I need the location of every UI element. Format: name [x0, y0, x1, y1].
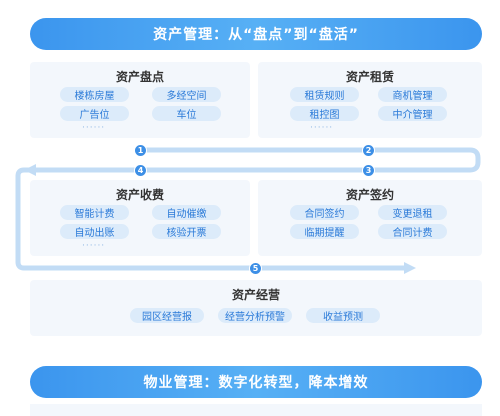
panel-asset-signing: 资产签约 合同签约 变更退租 临期提醒 合同计费	[258, 180, 482, 256]
tag-change-termination: 变更退租	[378, 205, 447, 220]
panel-asset-leasing: 资产租赁 租赁规则 商机管理 租控图 中介管理 ······	[258, 62, 482, 138]
step-3-badge: 3	[362, 164, 375, 177]
tag-auto-billing: 自动出账	[60, 224, 129, 239]
property-management-banner: 物业管理：数字化转型，降本增效	[30, 366, 482, 398]
next-section-panel	[30, 404, 482, 416]
panel-title: 资产租赁	[345, 70, 394, 84]
panel-title: 资产收费	[115, 188, 164, 202]
more-dots: ······	[310, 123, 334, 133]
tag-park-report: 园区经营报	[130, 308, 204, 323]
step-4-badge: 4	[134, 164, 147, 177]
tag-auto-reminder: 自动催缴	[152, 205, 221, 220]
tag-revenue-forecast: 收益预测	[306, 308, 380, 323]
step-1-badge: 1	[134, 144, 147, 157]
tag-contract-billing: 合同计费	[378, 224, 447, 239]
tag-buildings: 楼栋房屋	[60, 87, 129, 102]
tag-analysis-warning: 经营分析预警	[218, 308, 292, 323]
panel-title: 资产经营	[231, 288, 280, 302]
step-2-badge: 2	[362, 144, 375, 157]
tag-multi-space: 多经空间	[152, 87, 221, 102]
arrow-head-left-icon	[24, 164, 36, 176]
step-5-badge: 5	[249, 262, 262, 275]
panel-title: 资产盘点	[115, 70, 164, 84]
panel-title: 资产签约	[345, 188, 394, 202]
tag-opportunity: 商机管理	[378, 87, 447, 102]
panel-asset-inventory: 资产盘点 楼栋房屋 多经空间 广告位 车位 ······	[30, 62, 250, 138]
tag-smart-billing: 智能计费	[60, 205, 129, 220]
tag-lease-map: 租控图	[290, 106, 359, 121]
tag-expiry-reminder: 临期提醒	[290, 224, 359, 239]
more-dots: ······	[82, 123, 106, 133]
tag-contract-sign: 合同签约	[290, 205, 359, 220]
tag-invoice: 核验开票	[152, 224, 221, 239]
asset-management-banner: 资产管理：从“盘点”到“盘活”	[30, 18, 482, 50]
panel-asset-charging: 资产收费 智能计费 自动催缴 自动出账 核验开票 ······	[30, 180, 250, 256]
tag-lease-rules: 租赁规则	[290, 87, 359, 102]
more-dots: ······	[82, 241, 106, 251]
tag-parking: 车位	[152, 106, 221, 121]
arrow-head-icon	[404, 262, 416, 274]
tag-agency: 中介管理	[378, 106, 447, 121]
tag-ad-space: 广告位	[60, 106, 129, 121]
panel-asset-operation: 资产经营 园区经营报 经营分析预警 收益预测	[30, 280, 482, 336]
